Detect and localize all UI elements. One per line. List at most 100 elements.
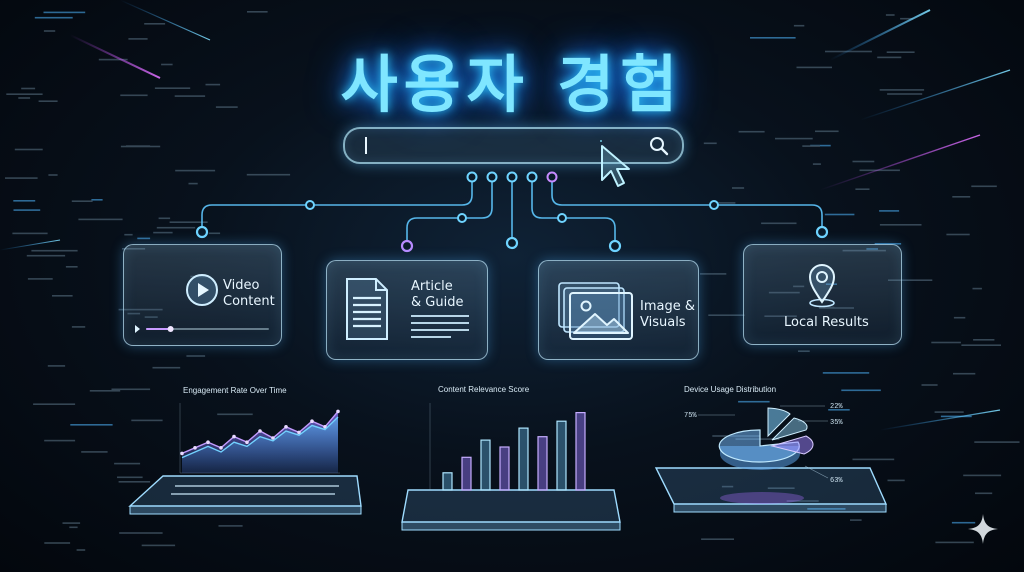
code-streak	[825, 306, 835, 309]
code-streak	[701, 538, 734, 540]
code-streak	[822, 372, 870, 374]
code-streak	[31, 249, 78, 252]
code-streak	[828, 409, 850, 411]
code-streak	[738, 130, 765, 133]
code-streak	[81, 451, 108, 453]
code-streak	[953, 316, 966, 319]
code-streak	[953, 372, 976, 375]
search-input[interactable]	[363, 134, 627, 158]
code-streak	[973, 339, 995, 341]
code-streak	[825, 283, 837, 285]
code-streak	[78, 218, 123, 221]
video-content-card[interactable]: Video Content	[123, 244, 282, 346]
text-lines-decoration	[411, 315, 469, 338]
code-streak	[852, 458, 895, 461]
code-streak	[807, 508, 846, 510]
code-streak	[866, 248, 878, 250]
code-streak	[793, 285, 805, 288]
code-streak	[119, 532, 163, 534]
code-streak	[841, 389, 881, 392]
code-streak	[819, 307, 854, 309]
code-streak	[815, 130, 839, 133]
code-streak	[971, 185, 997, 188]
code-streak	[44, 542, 71, 544]
code-streak	[963, 474, 1002, 477]
search-bar[interactable]	[343, 127, 684, 164]
code-streak	[154, 87, 191, 89]
code-streak	[885, 14, 895, 16]
pie-slice-top	[767, 407, 791, 438]
code-streak	[961, 344, 1001, 346]
code-streak	[859, 169, 900, 172]
code-streak	[767, 487, 795, 489]
code-streak	[141, 544, 176, 547]
code-streak	[946, 233, 970, 236]
chart-platform-center	[401, 489, 621, 531]
area-point	[323, 425, 327, 429]
code-streak	[974, 441, 1020, 443]
local-results-card[interactable]: Local Results	[743, 244, 902, 345]
code-streak	[71, 326, 86, 328]
code-streak	[802, 145, 820, 147]
code-streak	[91, 199, 103, 201]
code-streak	[793, 24, 805, 27]
code-streak	[127, 312, 141, 315]
code-streak	[43, 11, 86, 14]
area-point	[271, 436, 275, 440]
pie-label-22: 22%	[830, 403, 843, 411]
code-streak	[852, 160, 875, 163]
area-series-2	[182, 417, 338, 473]
area-point	[232, 434, 236, 439]
code-streak	[952, 196, 971, 198]
code-streak	[153, 231, 173, 234]
code-streak	[137, 237, 151, 240]
code-streak	[174, 95, 206, 97]
code-streak	[14, 148, 43, 151]
code-streak	[5, 177, 38, 179]
mouse-pointer-icon	[600, 140, 630, 187]
video-progress-bar[interactable]	[133, 323, 273, 335]
code-streak	[796, 66, 832, 69]
code-streak	[921, 384, 938, 386]
code-streak	[26, 254, 66, 257]
area-line-2	[181, 416, 339, 459]
code-streak	[128, 38, 148, 40]
code-streak	[43, 30, 56, 32]
code-streak	[124, 233, 133, 236]
code-streak	[190, 275, 208, 278]
code-streak	[98, 58, 128, 61]
code-streak	[721, 485, 734, 488]
area-point	[310, 419, 314, 423]
code-streak	[152, 366, 181, 369]
connector-nodes	[195, 171, 829, 253]
code-streak	[48, 174, 58, 176]
pie-slice-mid	[771, 417, 808, 441]
code-streak	[768, 291, 800, 294]
code-streak	[879, 224, 922, 226]
code-streak	[144, 23, 166, 25]
code-streak	[775, 137, 813, 140]
code-streak	[186, 355, 206, 357]
area-point	[206, 440, 210, 444]
code-streak	[131, 419, 163, 422]
bar-6	[537, 436, 548, 491]
article-guide-card[interactable]: Article & Guide	[326, 260, 488, 360]
bar-8	[575, 412, 586, 491]
code-streak	[700, 273, 727, 275]
code-streak	[38, 100, 58, 102]
code-streak	[34, 16, 73, 19]
code-streak	[144, 316, 158, 318]
code-streak	[89, 390, 121, 392]
image-icon	[558, 282, 633, 340]
code-streak	[940, 415, 972, 418]
code-streak	[169, 221, 208, 223]
device-pie-chart: 75% 22% 35% 63%	[684, 403, 843, 485]
pie-label-63: 63%	[830, 477, 843, 485]
code-streak	[810, 144, 831, 147]
code-streak	[18, 97, 31, 99]
code-streak	[750, 37, 796, 39]
image-visuals-card[interactable]: Image & Visuals	[538, 260, 699, 360]
code-streak	[935, 541, 974, 544]
search-icon[interactable]	[648, 135, 670, 157]
